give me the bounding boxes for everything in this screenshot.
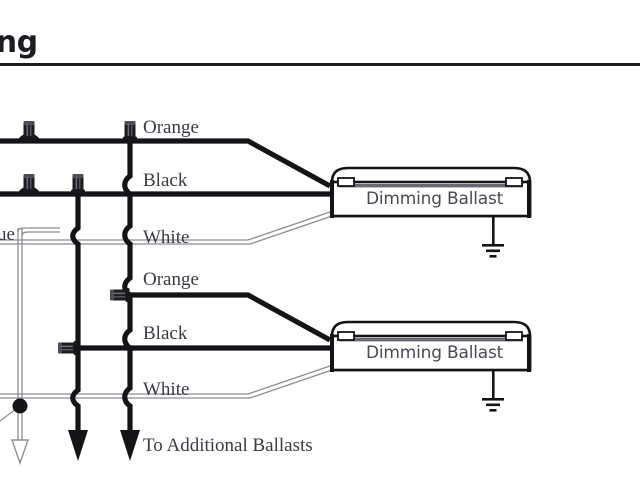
- orange-run-1: [0, 138, 332, 189]
- arrow-down-solid-icon: [68, 430, 88, 461]
- wire-nut-cap-icon[interactable]: [22, 174, 36, 194]
- black-wire-group: [0, 138, 332, 351]
- wire-nut-cap-icon[interactable]: [71, 174, 85, 194]
- wire-label-orange-2: Orange: [143, 269, 199, 290]
- vertical-feeder-a: [70, 194, 81, 432]
- wire-label-white-1: White: [143, 227, 190, 248]
- ballast-top[interactable]: [330, 166, 532, 218]
- white-wire-drop-elbow: [17, 227, 60, 233]
- ballast-top-label: Dimming Ballast: [366, 189, 504, 209]
- wire-label-black-2: Black: [143, 323, 188, 344]
- wire-nut-inline-icon[interactable]: [58, 341, 78, 355]
- ground-icon: [482, 370, 504, 412]
- wire-nut-cap-icon[interactable]: [22, 121, 36, 141]
- wire-label-orange-1: Orange: [143, 117, 199, 138]
- wire-nut-inline-icon[interactable]: [110, 288, 130, 302]
- page-title: ing: [0, 25, 38, 60]
- vertical-feeder-b: [122, 132, 133, 432]
- arrow-down-solid-icon: [120, 430, 140, 461]
- wire-label-blue-clipped: ue: [0, 224, 15, 245]
- header-rule: [0, 63, 640, 66]
- wire-nut-cap-icon[interactable]: [123, 121, 137, 141]
- arrow-down-hollow-icon: [11, 439, 29, 466]
- wire-label-white-2: White: [143, 379, 190, 400]
- junction-dot-icon: [12, 398, 28, 414]
- note-to-additional-ballasts: To Additional Ballasts: [143, 435, 313, 456]
- orange-run-2: [112, 292, 332, 343]
- ground-icon: [482, 216, 504, 258]
- ballast-bottom-label: Dimming Ballast: [366, 343, 504, 363]
- wire-label-black-1: Black: [143, 170, 188, 191]
- ballast-bottom[interactable]: [330, 320, 532, 372]
- white-wire-drop-elbow-b: [21, 231, 60, 237]
